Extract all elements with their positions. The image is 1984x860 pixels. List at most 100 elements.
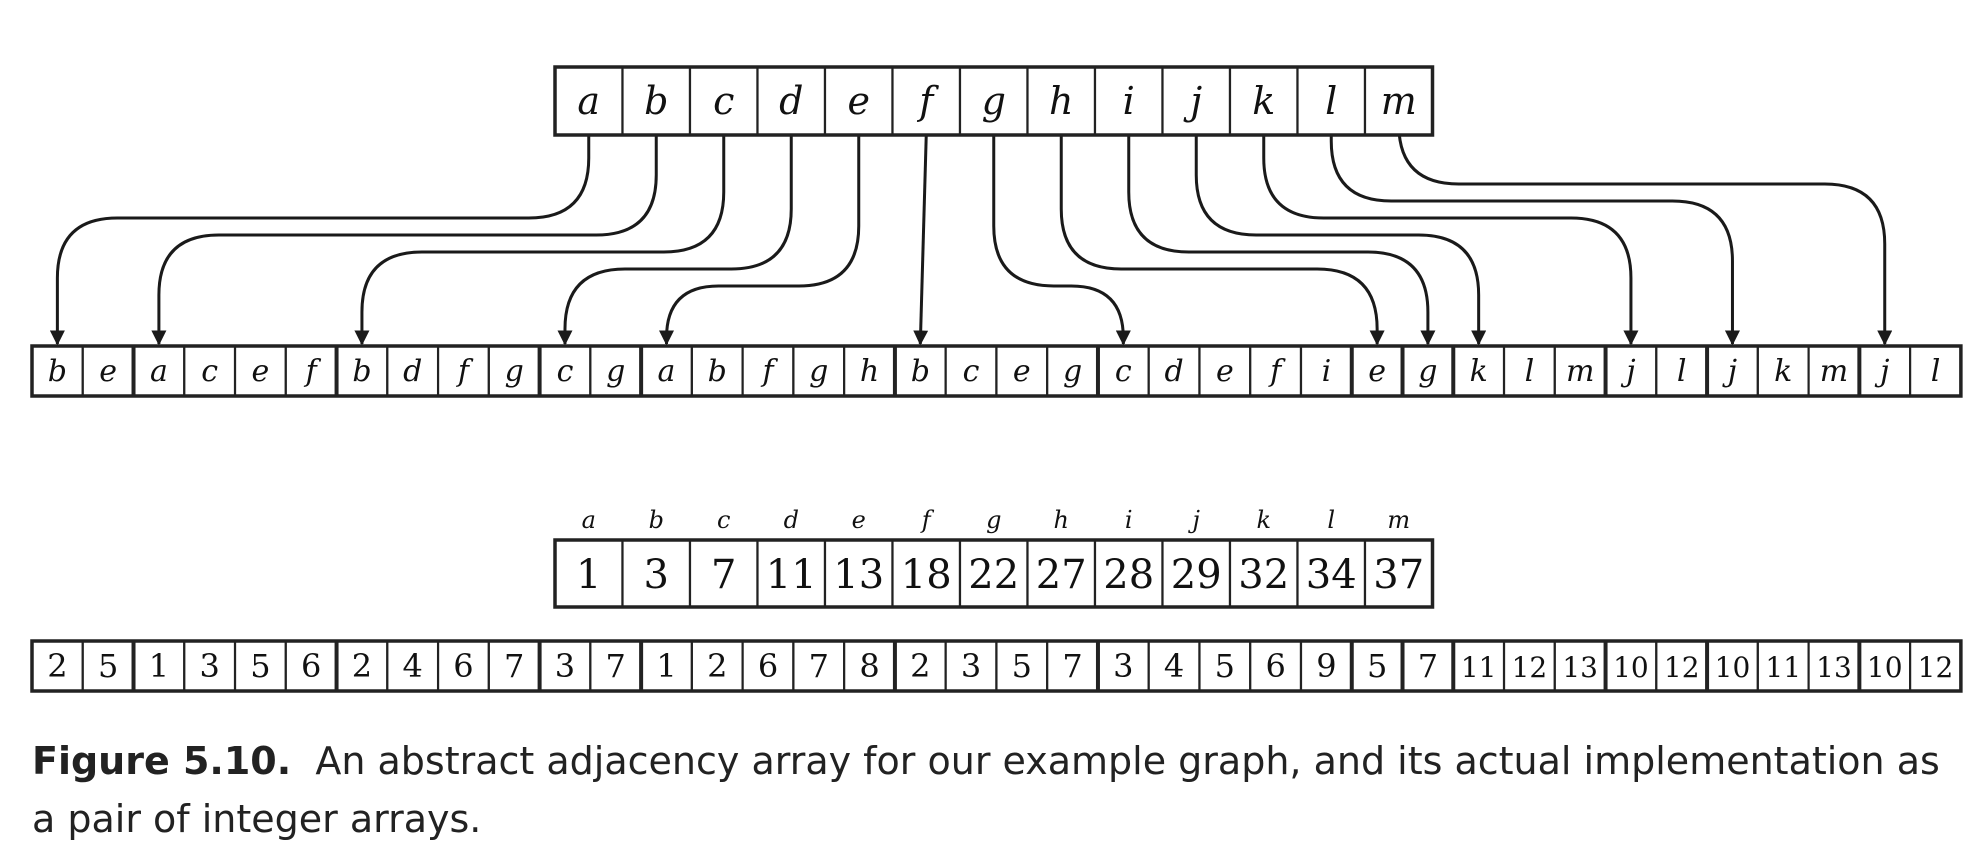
offset-value: 28 (1103, 552, 1154, 598)
neighbor-value: 7 (809, 647, 829, 685)
abstract-neighbor-label: l (1525, 354, 1535, 389)
figure-label: Figure 5.10. (32, 739, 292, 783)
neighbor-value: 2 (910, 647, 930, 685)
abstract-neighbor-cell (386, 344, 440, 398)
offset-cell (1026, 538, 1097, 609)
vertex-label: e (848, 79, 871, 123)
neighbor-value: 13 (1816, 651, 1852, 684)
vertex-cell (1093, 65, 1164, 137)
neighbor-value: 5 (1215, 647, 1235, 685)
pointer-arrow-g (992, 135, 1131, 346)
offset-vertex-label: j (1188, 506, 1201, 534)
abstract-neighbor-label: h (860, 354, 879, 389)
neighbor-value: 12 (1918, 651, 1954, 684)
offset-value: 13 (833, 552, 884, 598)
abstract-neighbor-label: b (708, 354, 727, 389)
abstract-neighbor-label: d (403, 354, 422, 389)
abstract-neighbor-label: k (1774, 354, 1792, 389)
offset-cell (1161, 538, 1232, 609)
pointer-arrow-f (913, 134, 929, 346)
abstract-neighbor-label: a (150, 354, 168, 389)
neighbor-value: 6 (758, 647, 778, 685)
abstract-neighbor-cell (1909, 344, 1962, 398)
abstract-neighbor-cell (589, 344, 643, 398)
offset-vertex-label: b (649, 506, 664, 534)
abstract-neighbor-cell (183, 344, 237, 398)
abstract-neighbor-cell (1198, 344, 1252, 398)
abstract-neighbor-label: g (606, 354, 625, 389)
abstract-neighbor-label: g (1063, 354, 1082, 389)
pointer-arrow-e (659, 135, 861, 346)
vertex-label: k (1252, 79, 1275, 123)
offset-value: 37 (1373, 552, 1424, 598)
abstract-neighbor-label: m (1566, 354, 1594, 389)
neighbor-value: 1 (149, 647, 169, 685)
offset-vertex-label: f (920, 506, 935, 534)
vertex-cell (756, 65, 827, 137)
neighbor-array-border (30, 639, 1963, 693)
offset-vertex-label: h (1054, 506, 1069, 534)
neighbor-value: 3 (1113, 647, 1133, 685)
neighbor-value: 9 (1316, 647, 1336, 685)
neighbor-value: 3 (555, 647, 575, 685)
offset-value: 1 (576, 552, 601, 598)
figure-caption-text: An abstract adjacency array for our exam… (32, 739, 1940, 841)
offset-cell (1093, 538, 1164, 609)
abstract-neighbor-cell (1604, 344, 1658, 398)
offset-value: 7 (711, 552, 736, 598)
vertex-label: i (1123, 79, 1135, 123)
vertex-label: c (713, 79, 734, 123)
abstract-neighbor-label: c (963, 354, 980, 389)
abstract-neighbor-label: e (1216, 354, 1234, 389)
neighbor-value: 11 (1461, 651, 1497, 684)
neighbor-value: 8 (859, 647, 879, 685)
abstract-neighbor-label: g (809, 354, 828, 389)
abstract-neighbor-label: e (1368, 354, 1386, 389)
neighbor-value: 2 (47, 647, 67, 685)
pointer-arrow-d (557, 135, 793, 346)
abstract-neighbor-label: c (201, 354, 218, 389)
neighbor-value: 12 (1512, 651, 1548, 684)
neighbor-value: 6 (1265, 647, 1285, 685)
abstract-neighbor-label: i (1322, 354, 1332, 389)
neighbor-cell (995, 639, 1049, 693)
abstract-neighbor-label: b (48, 354, 67, 389)
neighbor-value: 5 (1367, 647, 1387, 685)
neighbor-value: 7 (1418, 647, 1438, 685)
offset-value: 11 (766, 552, 817, 598)
offset-value: 18 (901, 552, 952, 598)
vertex-pointer-arrows (49, 123, 1893, 346)
neighbor-value: 4 (1164, 647, 1184, 685)
vertex-label: b (644, 79, 668, 123)
abstract-neighbor-cell (741, 344, 795, 398)
offset-vertex-label: e (852, 506, 866, 534)
vertex-label: d (779, 79, 803, 123)
neighbor-value: 10 (1867, 651, 1903, 684)
offset-vertex-label: m (1387, 506, 1410, 534)
offset-array-border (553, 538, 1435, 609)
neighbor-value: 3 (961, 647, 981, 685)
offset-value: 3 (644, 552, 669, 598)
vertex-cell (688, 65, 759, 137)
abstract-neighbor-label: b (352, 354, 371, 389)
abstract-neighbor-label: b (911, 354, 930, 389)
neighbor-value: 12 (1664, 651, 1700, 684)
offset-vertex-label: g (986, 506, 1001, 534)
vertex-label: l (1325, 79, 1337, 123)
pointer-arrow-j (1194, 135, 1487, 346)
abstract-neighbor-cell (132, 344, 186, 398)
vertex-cell (1296, 65, 1367, 137)
neighbor-value: 6 (453, 647, 473, 685)
abstract-neighbor-label: a (658, 354, 676, 389)
abstract-neighbor-label: g (1418, 354, 1437, 389)
abstract-neighbor-label: e (252, 354, 270, 389)
vertex-cell (891, 65, 962, 137)
offset-vertex-label: k (1256, 506, 1271, 534)
neighbor-cell (1807, 639, 1861, 693)
offset-vertex-label: i (1125, 506, 1133, 534)
